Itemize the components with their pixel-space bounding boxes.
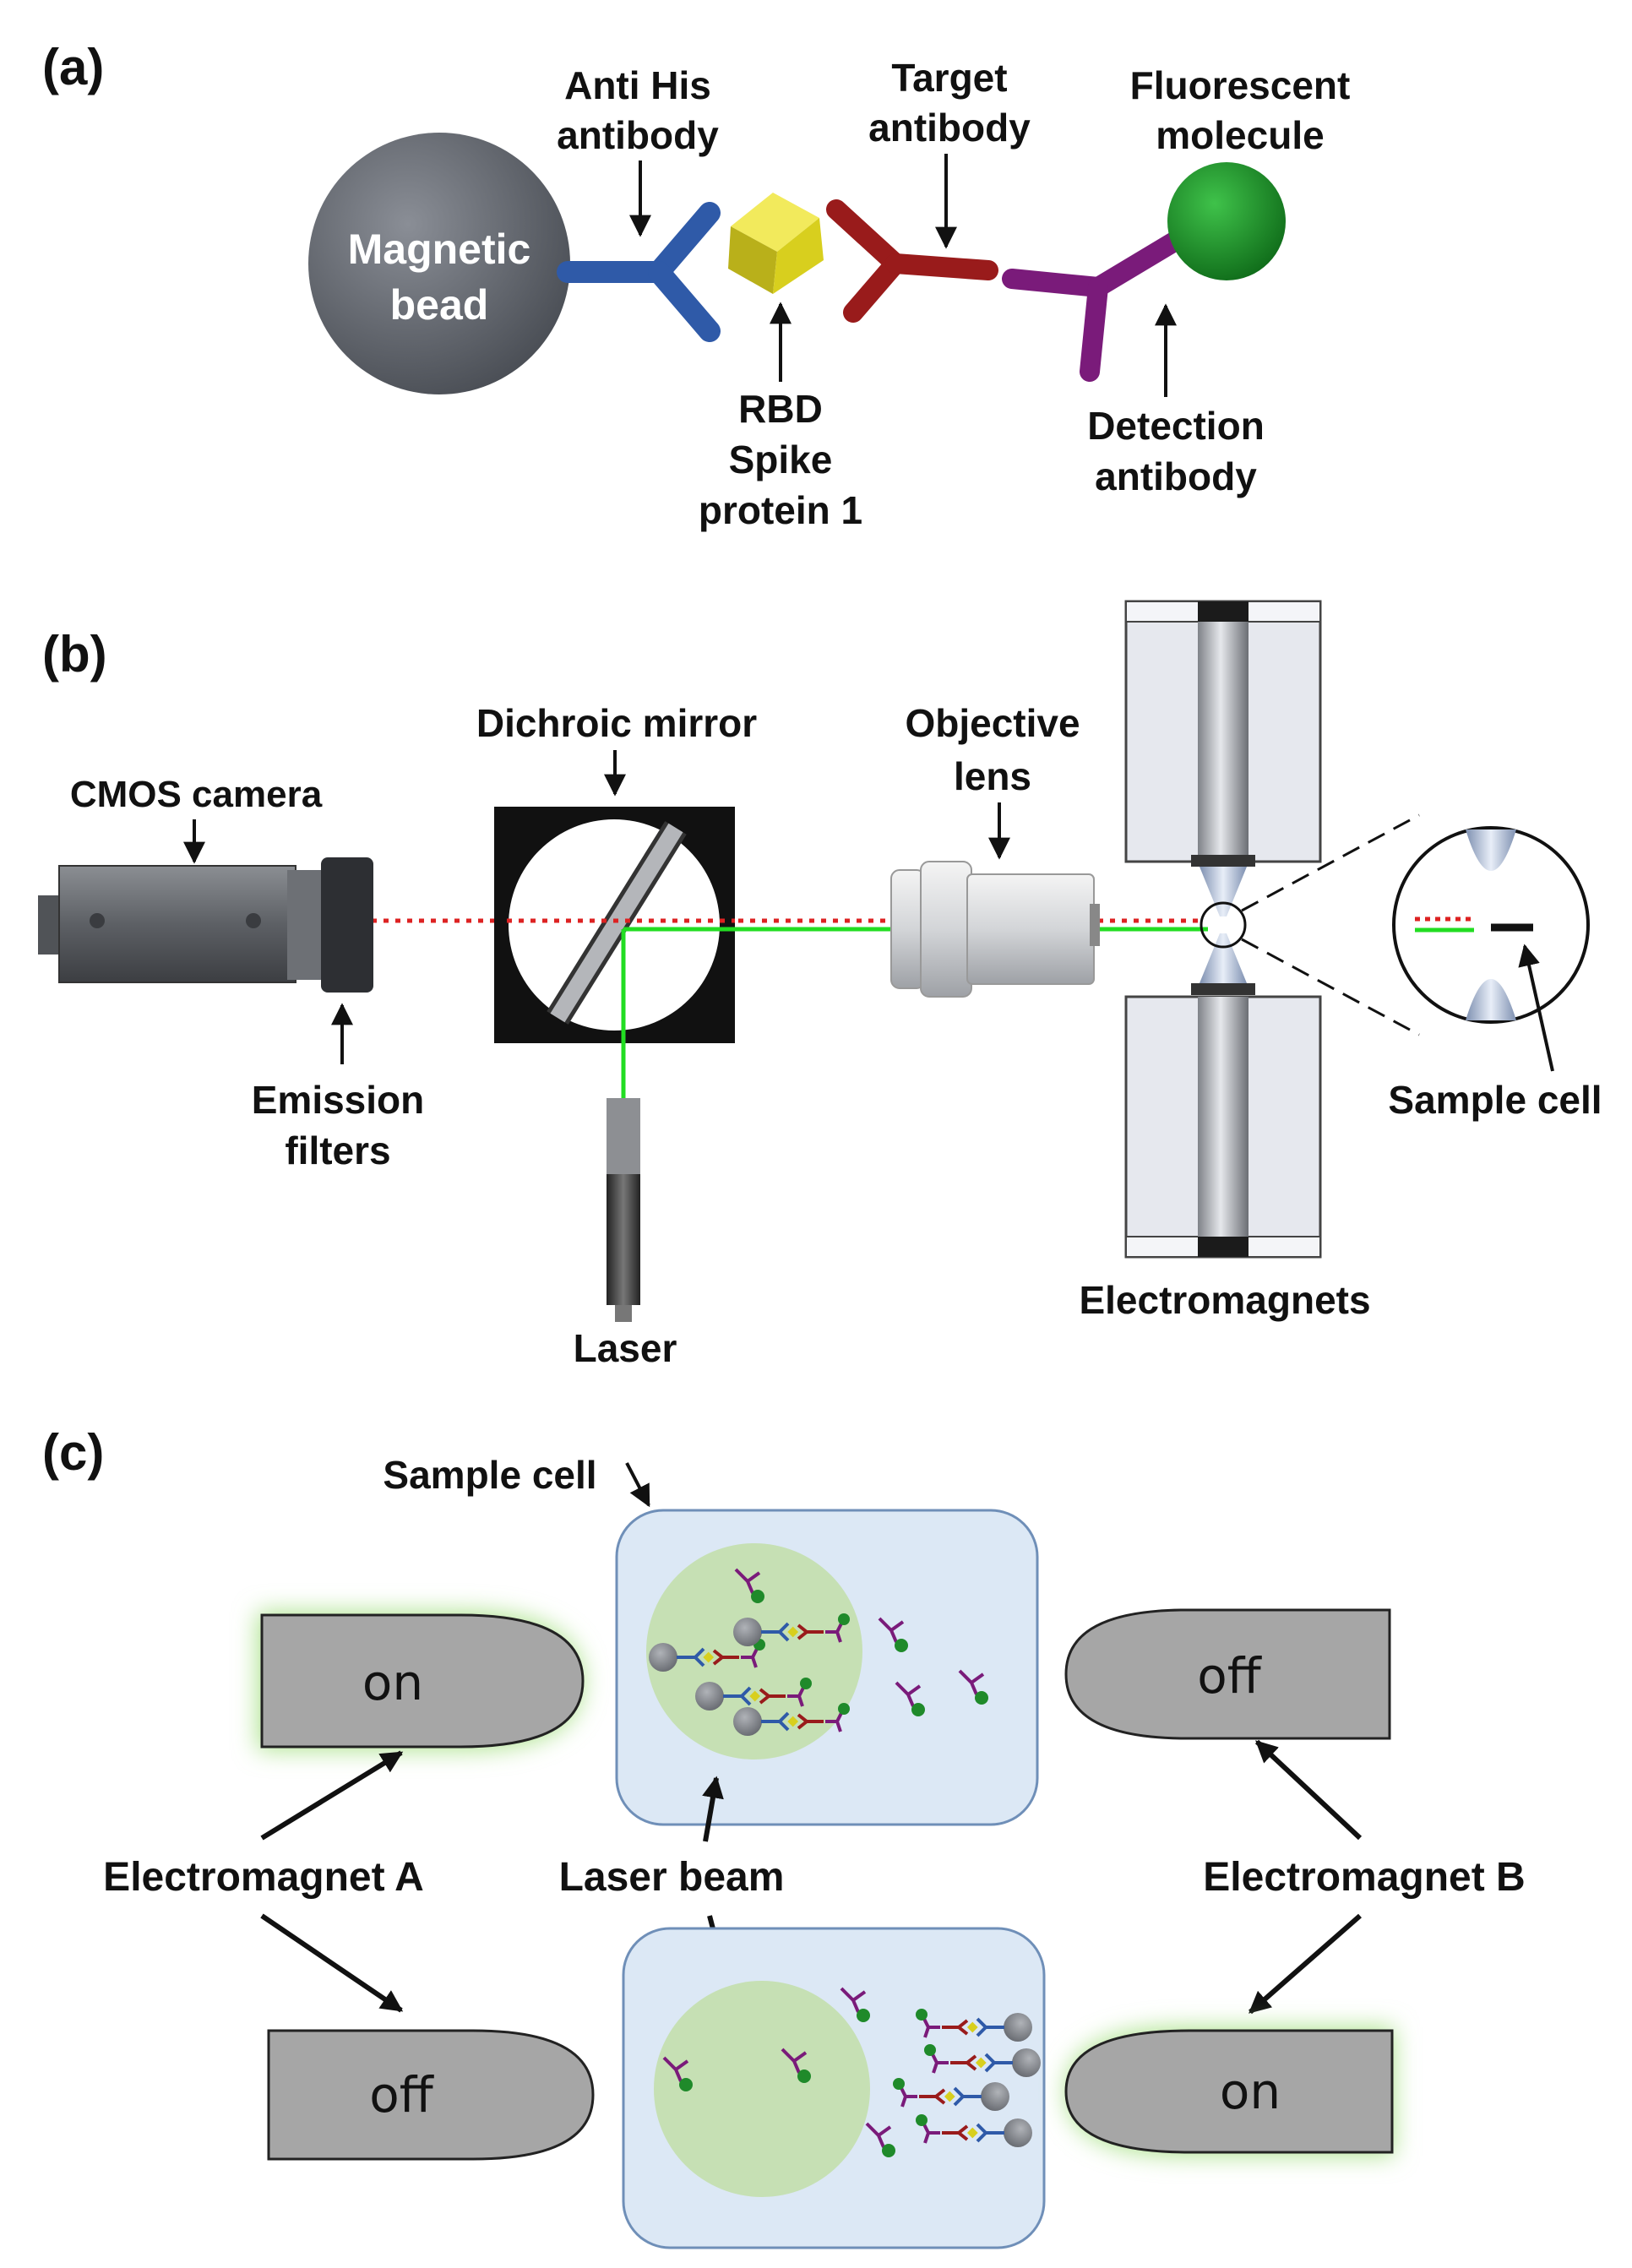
laser-beam-arrow-top — [702, 1776, 724, 1842]
cmos-camera — [38, 857, 373, 993]
target-label-line1: Target — [891, 56, 1007, 100]
anti-his-antibody — [557, 202, 721, 342]
rbd-label-line1: RBD — [738, 387, 823, 431]
emission-filter-label-line2: filters — [285, 1129, 390, 1172]
panel-a: (a) Magnetic bead — [42, 39, 1350, 532]
panel-b-letter: (b) — [42, 626, 107, 683]
electromagnet-b-arrow-bottom — [1248, 1913, 1362, 2015]
top-electromagnet-a: on — [258, 1612, 585, 1750]
sample-cell-arrow-b — [1518, 944, 1554, 1072]
target-antibody — [826, 199, 998, 323]
sample-cell-label-c: Sample cell — [383, 1453, 596, 1497]
bottom-b-state: on — [1220, 2063, 1281, 2120]
panel-b: (b) CMOS camera Emission filters — [38, 600, 1602, 1370]
objective-label-line2: lens — [954, 754, 1031, 798]
fluorescent-label-line2: molecule — [1156, 113, 1324, 157]
panel-c: (c) Sample cell on off Electromagnet A — [42, 1424, 1526, 2249]
dichroic-mirror — [494, 807, 735, 1043]
anti-his-label-line1: Anti His — [564, 63, 711, 107]
dichroic-label: Dichroic mirror — [476, 701, 757, 745]
electromagnets-label: Electromagnets — [1079, 1278, 1370, 1322]
bottom-a-state: off — [369, 2066, 434, 2124]
panel-a-letter: (a) — [42, 39, 104, 95]
bottom-laser-spot — [654, 1981, 870, 2197]
emission-filter-label-line1: Emission — [252, 1078, 425, 1122]
bottom-electromagnet-b: on — [1064, 2027, 1394, 2156]
top-electromagnet-b: off — [1064, 1608, 1391, 1740]
laser — [607, 1098, 640, 1322]
detection-label-line2: antibody — [1095, 454, 1257, 498]
inset-guide-bottom — [1241, 938, 1420, 1036]
detection-label-line1: Detection — [1087, 404, 1265, 448]
rbd-label-line3: protein 1 — [699, 488, 862, 532]
bead-label-line1: Magnetic — [348, 226, 531, 273]
electromagnet-a-arrow-top — [260, 1750, 404, 1841]
electromagnet-a-label: Electromagnet A — [103, 1855, 424, 1900]
fluorescent-label-line1: Fluorescent — [1130, 63, 1351, 107]
rbd-cube — [728, 193, 824, 294]
rbd-label-line2: Spike — [729, 438, 833, 481]
sample-cell-focus-circle — [1200, 901, 1247, 949]
top-sample-cell — [615, 1509, 1039, 1826]
electromagnet-a-arrow-bottom — [260, 1913, 404, 2013]
bottom-electromagnet-a: off — [267, 2029, 595, 2161]
bead-label-line2: bead — [390, 281, 489, 329]
laser-label: Laser — [574, 1326, 677, 1370]
objective-label-line1: Objective — [905, 701, 1080, 745]
top-a-state: on — [362, 1654, 423, 1711]
detection-antibody — [1002, 226, 1193, 382]
sample-cell-arrow-c — [625, 1462, 650, 1508]
top-b-state: off — [1197, 1647, 1262, 1705]
laser-beam-label: Laser beam — [559, 1855, 785, 1900]
inset-guide-top — [1241, 813, 1420, 912]
electromagnet-b-arrow-top — [1254, 1739, 1363, 1841]
objective-lens — [890, 861, 1100, 998]
sample-cell-inset — [1392, 826, 1590, 1024]
electromagnet-top — [1124, 600, 1322, 916]
panel-c-letter: (c) — [42, 1424, 104, 1481]
anti-his-label-line2: antibody — [557, 113, 719, 157]
magnetic-bead — [308, 133, 570, 394]
camera-label: CMOS camera — [70, 774, 323, 815]
electromagnet-b-label: Electromagnet B — [1203, 1855, 1525, 1900]
fluorescent-molecule — [1167, 162, 1286, 280]
electromagnet-bottom — [1124, 933, 1322, 1259]
sample-cell-label-b: Sample cell — [1388, 1078, 1602, 1122]
target-label-line2: antibody — [868, 106, 1031, 150]
bottom-sample-cell — [622, 1927, 1046, 2249]
